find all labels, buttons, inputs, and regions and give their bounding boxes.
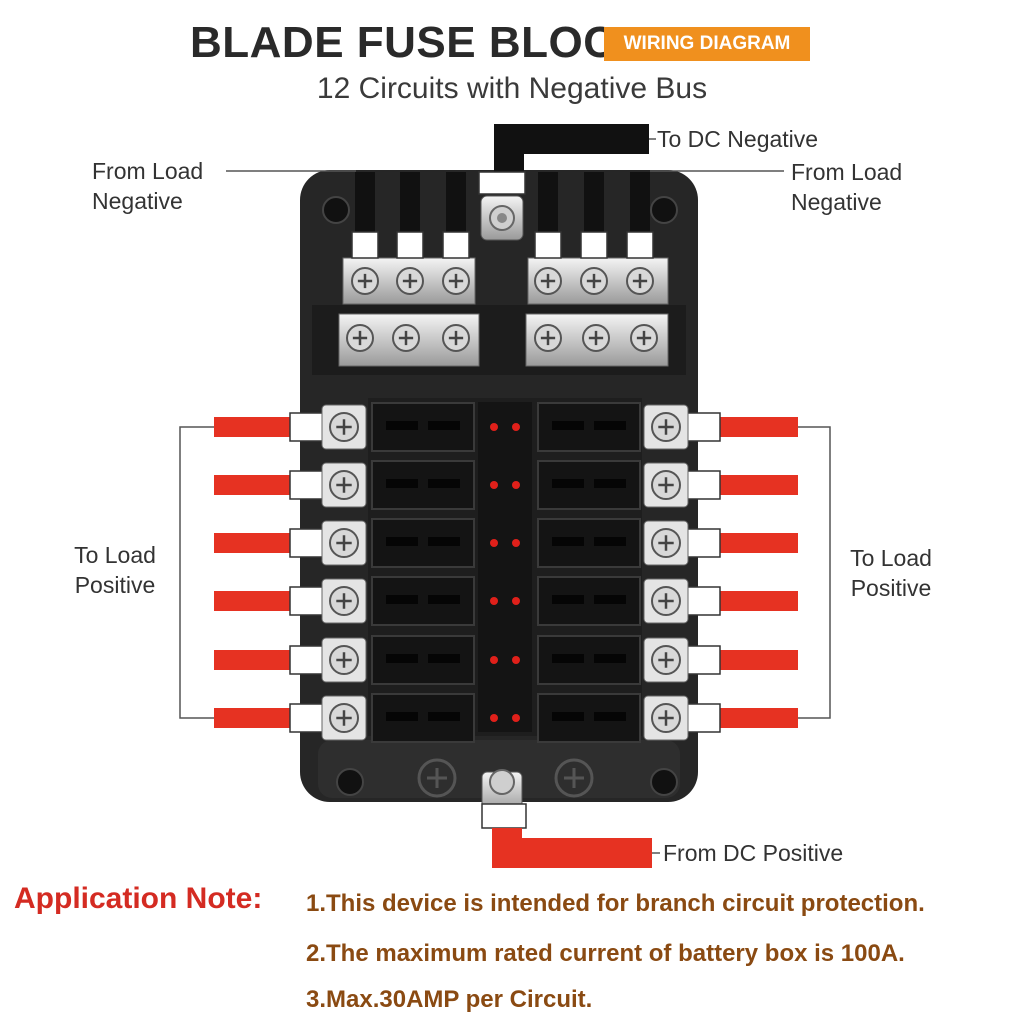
positive-load-wire-left — [214, 578, 367, 624]
fuse-slot — [537, 635, 641, 685]
screw-icon — [442, 267, 470, 295]
positive-load-wire-right — [643, 404, 798, 450]
screw-icon — [651, 703, 681, 733]
negative-load-wire — [626, 172, 654, 259]
page-title: BLADE FUSE BLOCK — [190, 18, 648, 67]
positive-load-wire-left — [214, 462, 367, 508]
led-indicator-icon — [490, 423, 498, 431]
screw-icon — [329, 703, 359, 733]
led-strip — [478, 402, 532, 732]
screw-icon — [346, 324, 374, 352]
positive-load-wire-right — [643, 695, 798, 741]
dc-negative-cable — [478, 124, 649, 195]
screw-icon — [651, 470, 681, 500]
screw-icon — [351, 267, 379, 295]
left-bracket — [179, 426, 214, 719]
fuse-slot — [537, 402, 641, 452]
led-indicator-icon — [512, 423, 520, 431]
screw-icon — [626, 267, 654, 295]
screw-icon — [630, 324, 658, 352]
right-bracket — [798, 426, 831, 719]
fuse-slot — [371, 635, 475, 685]
wiring-diagram-badge: WIRING DIAGRAM — [604, 27, 810, 61]
positive-load-wire-left — [214, 404, 367, 450]
led-indicator-icon — [490, 597, 498, 605]
fuse-slot — [371, 402, 475, 452]
screw-icon — [534, 324, 562, 352]
positive-load-wire-right — [643, 578, 798, 624]
negative-load-wire — [442, 172, 470, 259]
label-from-load-negative-right: From Load Negative — [791, 159, 903, 215]
positive-load-wire-right — [643, 462, 798, 508]
fuse-slot — [537, 518, 641, 568]
label-from-dc-positive: From DC Positive — [663, 840, 844, 866]
screw-icon — [396, 267, 424, 295]
screw-icon — [442, 324, 470, 352]
led-indicator-icon — [490, 481, 498, 489]
screw-icon — [329, 470, 359, 500]
application-note-heading: Application Note: — [14, 882, 263, 915]
label-to-load-positive-right: To Load Positive — [850, 545, 932, 601]
positive-load-wire-left — [214, 637, 367, 683]
mount-hole — [650, 768, 678, 796]
label-to-load-positive-left: To Load Positive — [74, 542, 156, 598]
label-to-dc-negative: To DC Negative — [657, 126, 819, 152]
screw-icon — [534, 267, 562, 295]
plus-symbol-icon — [554, 758, 594, 798]
screw-icon — [651, 586, 681, 616]
screw-icon — [329, 412, 359, 442]
led-indicator-icon — [490, 656, 498, 664]
mount-hole — [650, 196, 678, 224]
positive-load-wire-right — [643, 637, 798, 683]
plus-symbol-icon — [417, 758, 457, 798]
led-indicator-icon — [512, 714, 520, 722]
led-indicator-icon — [512, 539, 520, 547]
note-line-1: 1.This device is intended for branch cir… — [306, 890, 925, 917]
fuse-slot — [371, 460, 475, 510]
fuse-slot — [537, 693, 641, 743]
fuse-slot — [371, 693, 475, 743]
screw-icon — [329, 586, 359, 616]
fuse-slot — [537, 460, 641, 510]
screw-icon — [582, 324, 610, 352]
screw-icon — [580, 267, 608, 295]
positive-load-wire-right — [643, 520, 798, 566]
screw-icon — [651, 412, 681, 442]
screw-icon — [392, 324, 420, 352]
positive-load-wire-left — [214, 520, 367, 566]
fuse-slot — [537, 576, 641, 626]
led-indicator-icon — [512, 481, 520, 489]
mount-hole — [322, 196, 350, 224]
page-subtitle: 12 Circuits with Negative Bus — [316, 72, 708, 105]
label-from-load-negative-left: From Load Negative — [92, 158, 204, 214]
screw-icon — [651, 528, 681, 558]
screw-icon — [651, 645, 681, 675]
screw-icon — [329, 645, 359, 675]
mount-hole — [336, 768, 364, 796]
fuse-slot — [371, 518, 475, 568]
negative-load-wire — [351, 172, 379, 259]
negative-stud — [480, 195, 524, 241]
led-indicator-icon — [490, 714, 498, 722]
negative-load-wire — [534, 172, 562, 259]
led-indicator-icon — [512, 597, 520, 605]
note-line-3: 3.Max.30AMP per Circuit. — [306, 986, 593, 1013]
bottom-panel — [318, 740, 680, 798]
negative-load-wire — [580, 172, 608, 259]
note-line-2: 2.The maximum rated current of battery b… — [306, 940, 905, 967]
led-indicator-icon — [490, 539, 498, 547]
led-indicator-icon — [512, 656, 520, 664]
negative-load-wire — [396, 172, 424, 259]
screw-icon — [329, 528, 359, 558]
positive-load-wire-left — [214, 695, 367, 741]
dc-positive-cable — [481, 769, 652, 868]
fuse-slot — [371, 576, 475, 626]
